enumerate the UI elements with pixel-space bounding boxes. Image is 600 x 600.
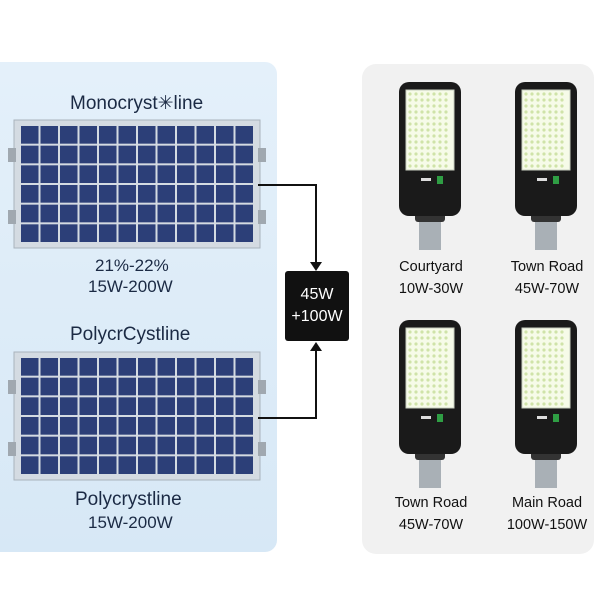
panel-1-power: 15W-200W [88,277,173,296]
lamp-3-label: Town Road [394,495,468,511]
street-light-3-image [399,320,461,488]
arrow-up-icon [310,342,322,351]
lamp-2-label: Town Road [510,259,584,275]
lamp-1-label: Courtyard [399,259,463,275]
lamp-2-power: 45W-70W [514,281,580,297]
lamp-4-label: Main Road [511,495,583,511]
output-line-2: +100W [291,308,343,325]
lamp-1-power: 10W-30W [398,281,464,297]
arrow-down-icon [310,262,322,271]
panel-1-title: Monocryst✳line [70,93,204,114]
output-line-1: 45W [300,286,334,303]
output-power-box: 45W +100W [285,271,349,341]
lamp-3-power: 45W-70W [398,517,464,533]
lamp-3-label-group: Town Road 45W-70W [386,492,476,536]
street-light-2-image [515,82,577,250]
panel-1-efficiency: 21%-22% [95,256,169,275]
panel-2-subtitle: Polycrystline [75,489,182,510]
lamp-2-label-group: Town Road 45W-70W [502,256,592,300]
lamp-4-power: 100W-150W [506,517,588,533]
monocrystalline-solar-panel-image [8,119,266,249]
street-light-1-image [399,82,461,250]
panel-2-title: PolycrCystline [70,324,191,345]
lamp-4-label-group: Main Road 100W-150W [500,492,594,536]
street-light-4-image [515,320,577,488]
lamp-1-label-group: Courtyard 10W-30W [386,256,476,300]
polycrystalline-solar-panel-image [8,351,266,481]
panel-2-power: 15W-200W [88,513,173,532]
